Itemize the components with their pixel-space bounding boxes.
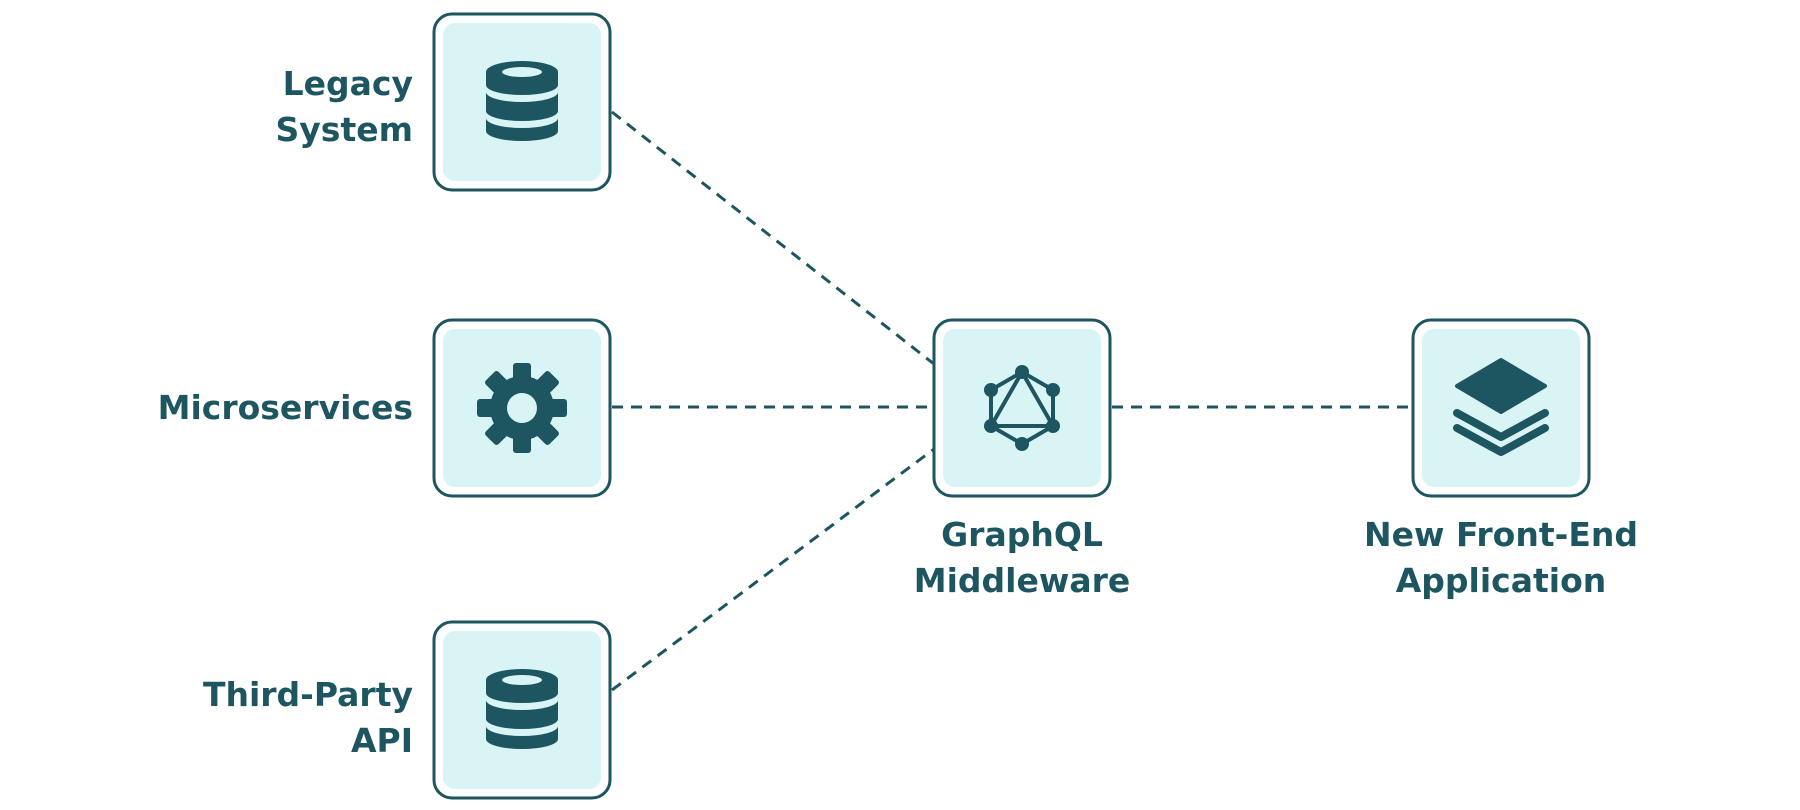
label-new-front-end-application: New Front-End Application xyxy=(1331,512,1671,604)
connector-legacy-to-graphql xyxy=(611,110,935,366)
label-third-party-api: Third-Party API xyxy=(203,672,413,764)
label-line: Third-Party xyxy=(202,675,413,714)
connector-thirdparty-to-graphql xyxy=(611,447,935,692)
gear-icon xyxy=(477,363,567,453)
node-new-front-end-application[interactable] xyxy=(1411,318,1591,498)
node-microservices[interactable] xyxy=(432,318,612,498)
label-graphql-middleware: GraphQL Middleware xyxy=(872,512,1172,604)
database-icon xyxy=(486,669,558,749)
label-microservices: Microservices xyxy=(158,385,413,431)
node-graphql-middleware[interactable] xyxy=(932,318,1112,498)
layers-icon xyxy=(1453,358,1549,456)
label-line: System xyxy=(275,110,413,149)
label-legacy-system: Legacy System xyxy=(276,61,413,153)
node-box-fill xyxy=(943,329,1101,487)
label-line: New Front-End xyxy=(1364,515,1638,554)
label-line: Middleware xyxy=(913,561,1131,600)
label-line: API xyxy=(350,721,413,760)
database-icon xyxy=(486,61,558,141)
node-legacy-system[interactable] xyxy=(432,12,612,192)
label-line: GraphQL xyxy=(941,515,1103,554)
label-line: Legacy xyxy=(282,64,413,103)
node-third-party-api[interactable] xyxy=(432,620,612,800)
connectors xyxy=(611,110,1411,692)
label-line: Application xyxy=(1395,561,1607,600)
label-line: Microservices xyxy=(157,388,413,427)
graphql-icon xyxy=(984,365,1060,451)
